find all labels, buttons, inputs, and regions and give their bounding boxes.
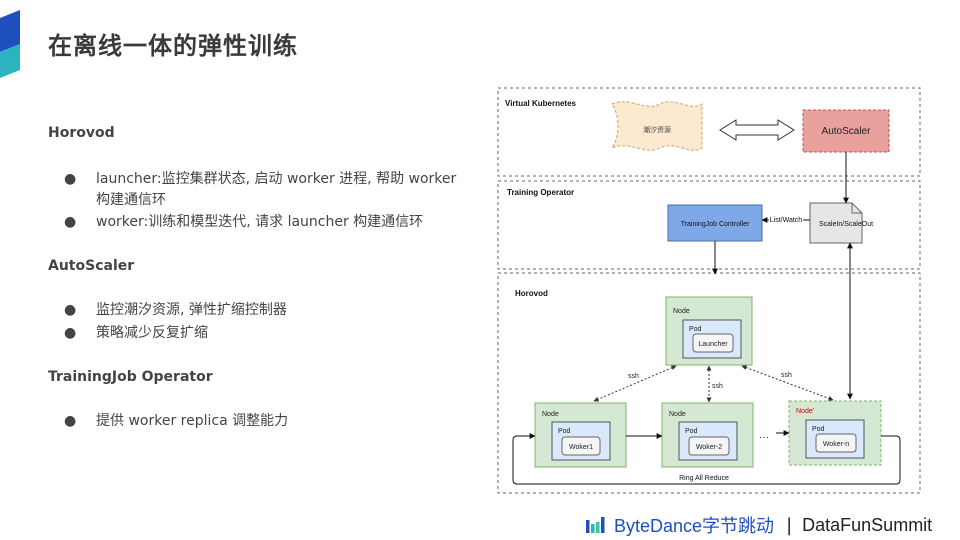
bytedance-logo-icon	[586, 517, 605, 533]
workern-pod-label: Pod	[812, 426, 825, 433]
ssh-label-left: ssh	[628, 373, 639, 380]
footer-branding: ByteDance字节跳动 | DataFunSummit	[586, 512, 932, 538]
section-heading-horovod: Horovod	[48, 125, 115, 141]
region-virtual-kubernetes	[497, 87, 921, 177]
bullet-text: 构建通信环	[96, 192, 166, 208]
ssh-label-right: ssh	[781, 372, 792, 379]
bytedance-wordmark: ByteDance字节跳动	[614, 516, 775, 536]
trainingjob-controller-box	[667, 204, 763, 242]
worker1-pod-label: Pod	[558, 428, 571, 435]
launcher-pod-label: Pod	[689, 326, 702, 333]
page-title: 在离线一体的弹性训练	[48, 32, 298, 60]
worker2-process-box	[688, 436, 730, 456]
bullet-text: 策略减少反复扩缩	[96, 325, 208, 341]
workern-process-label: Woker-n	[823, 441, 849, 448]
footer-separator: |	[786, 514, 793, 536]
region-horovod	[497, 272, 921, 494]
trainingjob-controller-label: TrainingJob Controller	[681, 221, 750, 228]
bullet-text: 提供 worker replica 调整能力	[96, 413, 289, 429]
region-label-virtual-kubernetes: Virtual Kubernetes	[505, 99, 577, 108]
ssh-label-center: ssh	[712, 383, 723, 390]
workern-node-label: Node'	[796, 408, 814, 415]
bullet-text: launcher:监控集群状态, 启动 worker 进程, 帮助 worker	[96, 171, 457, 187]
launcher-node-label: Node	[673, 308, 690, 315]
ring-all-reduce-label: Ring All Reduce	[679, 475, 729, 482]
bullet-text: 监控潮汐资源, 弹性扩缩控制器	[96, 302, 287, 318]
worker2-pod-label: Pod	[685, 428, 698, 435]
region-training-operator	[497, 180, 921, 270]
exchange-arrow-icon	[719, 119, 795, 141]
scale-label: ScaleIn/ScaleOut	[819, 221, 873, 228]
bullet-dot-icon: ●	[64, 302, 77, 318]
datafun-wordmark: DataFunSummit	[802, 514, 933, 535]
scale-note-fold	[851, 203, 862, 214]
bullet-dot-icon: ●	[64, 214, 77, 230]
worker2-process-label: Woker-2	[696, 444, 722, 451]
tidal-resource-shape	[610, 101, 703, 151]
bullet-dot-icon: ●	[64, 325, 77, 341]
autoscaler-label: AutoScaler	[822, 126, 872, 137]
region-label-training-operator: Training Operator	[507, 188, 574, 197]
worker1-process-label: Woker1	[569, 444, 593, 451]
worker1-process-box	[561, 436, 601, 456]
section-heading-autoscaler: AutoScaler	[48, 258, 135, 274]
region-label-horovod: Horovod	[515, 289, 548, 298]
bullet-dot-icon: ●	[64, 413, 77, 429]
tidal-resource-label: 潮汐资源	[643, 125, 671, 134]
bullet-dot-icon: ●	[64, 171, 77, 187]
corner-accent-icon	[0, 10, 20, 78]
autoscaler-box	[802, 109, 890, 153]
ring-all-reduce-loop	[512, 433, 901, 485]
launcher-process-label: Launcher	[698, 341, 728, 348]
workern-process-box	[815, 433, 857, 453]
worker2-node-label: Node	[669, 411, 686, 418]
ssh-edge-left	[593, 365, 677, 402]
list-watch-label: List/Watch	[770, 217, 803, 224]
launcher-process-box	[692, 333, 734, 353]
section-heading-operator: TrainingJob Operator	[48, 369, 213, 385]
worker1-node-label: Node	[542, 411, 559, 418]
ssh-edge-right	[741, 365, 834, 401]
ellipsis-label: ···	[759, 432, 769, 443]
bullet-text: worker:训练和模型迭代, 请求 launcher 构建通信环	[96, 214, 424, 230]
